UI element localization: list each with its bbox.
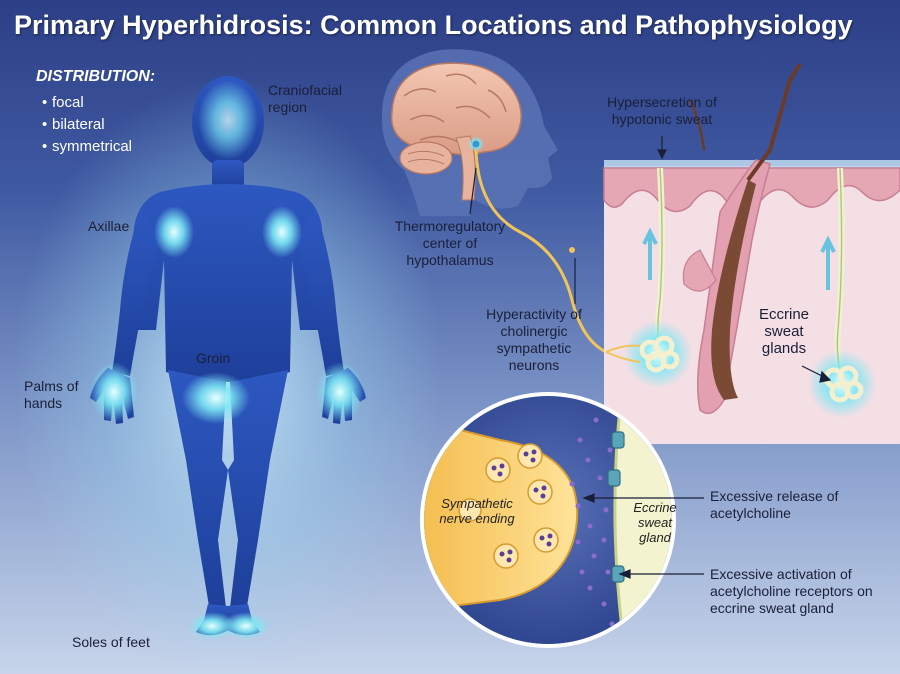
distribution-list: •focal •bilateral •symmetrical bbox=[42, 92, 132, 158]
list-item: •focal bbox=[42, 94, 84, 111]
label-hypothalamus: Thermoregulatory center of hypothalamus bbox=[394, 218, 506, 268]
page-title: Primary Hyperhidrosis: Common Locations … bbox=[14, 10, 853, 40]
gland-coil-left bbox=[639, 335, 680, 373]
human-figure bbox=[13, 76, 443, 674]
label-hypotonic-sweat: Hypersecretion of hypotonic sweat bbox=[607, 94, 717, 127]
label-eccrine-glands: Eccrine sweat glands bbox=[758, 306, 810, 357]
sweat-hotspots bbox=[90, 80, 364, 640]
label-craniofacial: Craniofacial region bbox=[268, 82, 342, 115]
list-item: •symmetrical bbox=[42, 138, 133, 155]
gland-coil-right bbox=[823, 365, 864, 403]
label-synapse-gland: Eccrine sweat gland bbox=[633, 500, 677, 545]
synapse-inset bbox=[420, 392, 704, 648]
label-groin: Groin bbox=[196, 350, 231, 366]
label-ach-release: Excessive release of acetylcholine bbox=[710, 488, 839, 521]
label-soles: Soles of feet bbox=[72, 634, 150, 650]
label-receptor-activation: Excessive activation of acetylcholine re… bbox=[710, 566, 873, 616]
list-item: •bilateral bbox=[42, 116, 105, 133]
skin-cross-section bbox=[603, 62, 900, 444]
label-axillae: Axillae bbox=[88, 218, 130, 234]
pointer-lines bbox=[469, 136, 832, 383]
distribution-heading: DISTRIBUTION: bbox=[36, 68, 156, 85]
head-brain bbox=[381, 49, 558, 216]
label-nerve-ending: Sympathetic nerve ending bbox=[439, 496, 515, 526]
label-palms: Palms of hands bbox=[24, 378, 79, 411]
label-cholinergic-neurons: Hyperactivity of cholinergic sympathetic… bbox=[486, 306, 582, 373]
brain bbox=[390, 62, 522, 201]
